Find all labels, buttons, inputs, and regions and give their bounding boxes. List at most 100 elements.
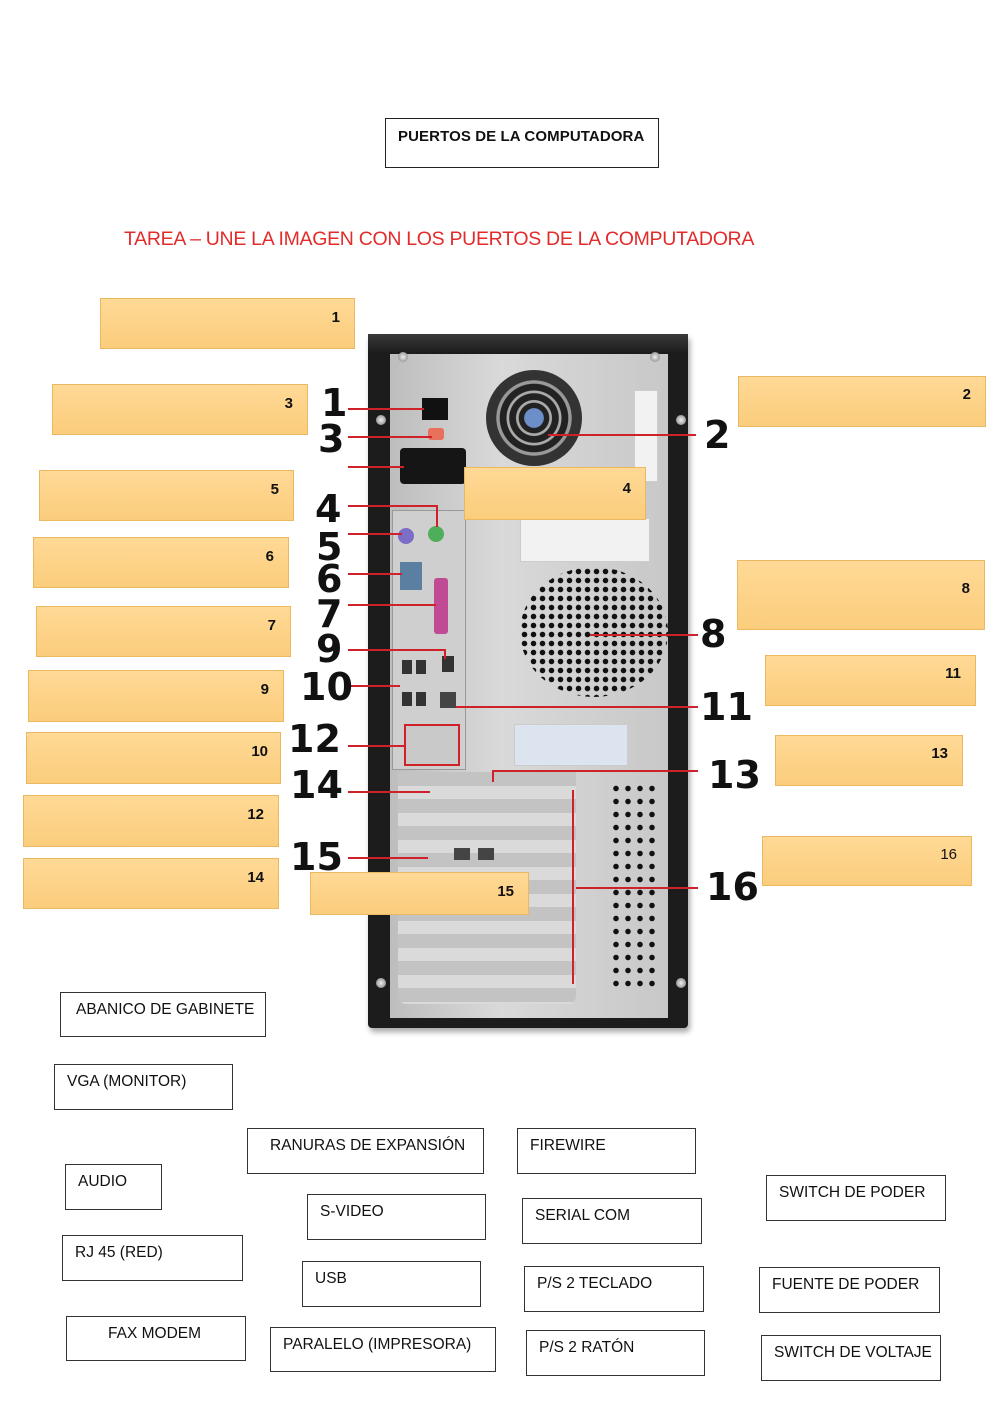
word-label: RANURAS DE EXPANSIÓN [270,1137,466,1154]
leader-line [348,604,436,606]
answer-box-9[interactable]: 9 [28,670,284,722]
word-ps2-teclado[interactable]: P/S 2 TECLADO [524,1266,704,1312]
rj45-port [440,692,456,708]
leader-line [348,436,432,438]
screw-icon [650,352,660,362]
callout-8: 8 [700,612,727,656]
screw-icon [676,415,686,425]
leader-line [576,887,698,889]
serial-sticker [514,724,628,766]
callout-13: 13 [708,753,761,797]
leader-line [572,790,574,984]
word-label: P/S 2 TECLADO [537,1275,653,1292]
word-label: FAX MODEM [108,1325,202,1342]
leader-line [456,706,698,708]
fcc-sticker [520,518,650,562]
word-vga-monitor[interactable]: VGA (MONITOR) [54,1064,233,1110]
callout-10: 10 [300,665,353,709]
word-label: RJ 45 (RED) [75,1244,163,1261]
word-switch-de-poder[interactable]: SWITCH DE PODER [766,1175,946,1221]
answer-box-16[interactable]: 16 [762,836,972,886]
leader-line [348,649,444,651]
word-firewire[interactable]: FIREWIRE [517,1128,696,1174]
answer-box-number: 4 [622,480,631,497]
answer-box-number: 7 [267,617,276,634]
leader-line [548,434,696,436]
callout-1: 1 [321,381,348,425]
answer-box-2[interactable]: 2 [738,376,986,427]
word-rj45-red[interactable]: RJ 45 (RED) [62,1235,243,1281]
audio-ports [404,724,460,766]
screw-icon [676,978,686,988]
screw-icon [398,352,408,362]
leader-line [348,791,430,793]
answer-box-11[interactable]: 11 [765,655,976,706]
answer-box-number: 6 [265,548,274,565]
answer-box-6[interactable]: 6 [33,537,289,588]
word-label: VGA (MONITOR) [67,1073,187,1090]
word-ps2-raton[interactable]: P/S 2 RATÓN [526,1330,705,1376]
leader-line [348,408,424,410]
callout-6: 6 [316,557,343,601]
answer-box-15[interactable]: 15 [310,872,529,915]
usb-port [402,660,412,674]
word-fuente-de-poder[interactable]: FUENTE DE PODER [759,1267,940,1313]
answer-box-number: 11 [945,665,961,682]
usb-port [416,660,426,674]
callout-16: 16 [706,865,759,909]
parallel-port [434,578,448,634]
modem-port [454,848,470,860]
callout-9: 9 [316,627,343,671]
answer-box-12[interactable]: 12 [23,795,279,847]
answer-box-5[interactable]: 5 [39,470,294,521]
answer-box-14[interactable]: 14 [23,858,279,909]
word-paralelo-impresora[interactable]: PARALELO (IMPRESORA) [270,1327,496,1372]
answer-box-number: 14 [247,869,264,886]
word-label: P/S 2 RATÓN [539,1339,635,1356]
serial-port [400,562,422,590]
answer-box-number: 12 [247,806,264,823]
voltage-switch-port [428,428,444,440]
word-label: SWITCH DE PODER [779,1184,926,1201]
usb-port [416,692,426,706]
word-switch-de-voltaje[interactable]: SWITCH DE VOLTAJE [761,1335,941,1381]
word-usb[interactable]: USB [302,1261,481,1307]
page-title: PUERTOS DE LA COMPUTADORA [398,128,645,145]
callout-12: 12 [288,717,341,761]
word-audio[interactable]: AUDIO [65,1164,162,1210]
leader-line [348,533,402,535]
answer-box-4[interactable]: 4 [464,467,646,520]
word-label: S-VIDEO [320,1203,384,1220]
answer-box-number: 10 [251,743,268,760]
word-ranuras-de-expansion[interactable]: RANURAS DE EXPANSIÓN [247,1128,484,1174]
callout-7: 7 [316,592,343,636]
leader-line [444,649,446,659]
word-abanico-de-gabinete[interactable]: ABANICO DE GABINETE [60,992,266,1037]
answer-box-7[interactable]: 7 [36,606,291,657]
word-label: ABANICO DE GABINETE [76,1001,255,1018]
vent-holes [610,782,660,987]
leader-line [348,573,402,575]
word-label: AUDIO [78,1173,128,1190]
word-fax-modem[interactable]: FAX MODEM [66,1316,246,1361]
leader-line [348,466,404,468]
leader-line [348,685,400,687]
answer-box-8[interactable]: 8 [737,560,985,630]
word-label: SWITCH DE VOLTAJE [774,1344,932,1361]
word-serial-com[interactable]: SERIAL COM [522,1198,702,1244]
answer-box-number: 3 [284,395,293,412]
ps2-keyboard-port [428,526,444,542]
callout-14: 14 [290,763,343,807]
word-label: FUENTE DE PODER [772,1276,920,1293]
answer-box-10[interactable]: 10 [26,732,281,784]
answer-box-3[interactable]: 3 [52,384,308,435]
callout-11: 11 [700,685,753,729]
answer-box-number: 16 [940,846,957,863]
answer-box-13[interactable]: 13 [775,735,963,786]
callout-2: 2 [704,413,731,457]
power-inlet-port [400,448,466,484]
answer-box-1[interactable]: 1 [100,298,355,349]
callout-3: 3 [318,417,345,461]
answer-box-number: 2 [962,386,971,403]
word-s-video[interactable]: S-VIDEO [307,1194,486,1240]
